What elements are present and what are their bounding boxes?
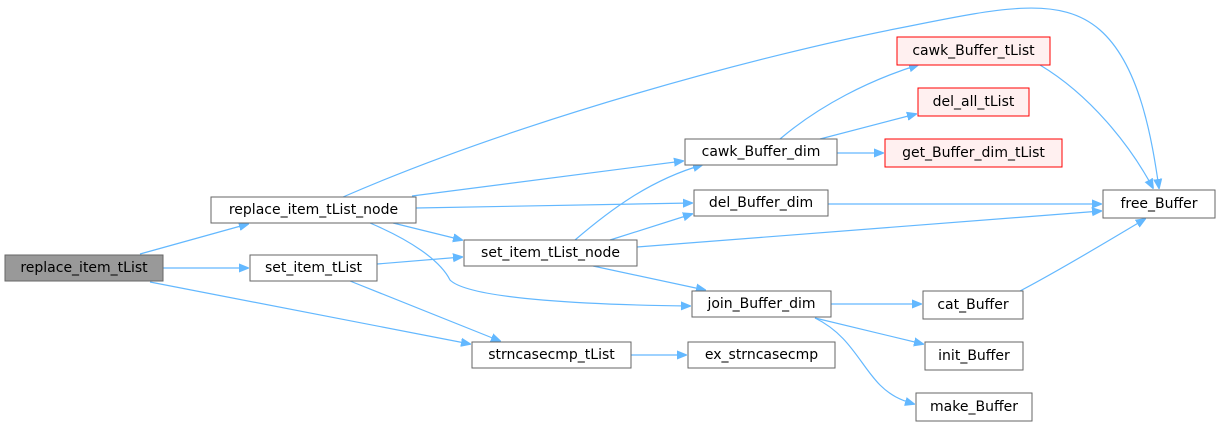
node-label: set_item_tList [265, 260, 362, 276]
edge-set-item-tlist-node-to-join-buffer-dim [592, 265, 705, 290]
node-cawk-buffer-dim[interactable]: cawk_Buffer_dim [684, 138, 838, 166]
edge-cawk-buffer-dim-to-del-all-tlist [819, 114, 916, 140]
node-ex-strncasecmp[interactable]: ex_strncasecmp [687, 341, 836, 369]
node-label: cawk_Buffer_tList [912, 43, 1035, 59]
edge-replace-item-tlist-to-strncasecmp-tlist [149, 281, 470, 344]
node-label: replace_item_tList_node [229, 202, 398, 218]
node-label: join_Buffer_dim [706, 296, 815, 312]
nodes-layer: replace_item_tList replace_item_tList_no… [4, 36, 1216, 422]
node-strncasecmp-tlist[interactable]: strncasecmp_tList [471, 341, 632, 369]
node-cat-buffer[interactable]: cat_Buffer [922, 290, 1024, 320]
node-label: set_item_tList_node [481, 245, 620, 261]
node-cawk-buffer-tlist[interactable]: cawk_Buffer_tList [896, 36, 1051, 66]
node-label: get_Buffer_dim_tList [902, 145, 1045, 161]
node-label: make_Buffer [930, 399, 1018, 415]
node-label: del_Buffer_dim [709, 195, 813, 211]
node-label: strncasecmp_tList [488, 347, 615, 363]
node-replace-item-tlist[interactable]: replace_item_tList [4, 254, 164, 282]
node-set-item-tlist-node[interactable]: set_item_tList_node [463, 239, 638, 267]
node-label: replace_item_tList [20, 260, 148, 276]
node-del-buffer-dim[interactable]: del_Buffer_dim [693, 189, 829, 217]
edge-set-item-tlist-node-to-free-buffer [636, 211, 1101, 248]
edge-join-buffer-dim-to-init-buffer [814, 317, 923, 344]
edge-set-item-tlist-to-set-item-tlist-node [376, 257, 462, 265]
edge-cawk-buffer-dim-to-cawk-buffer-tlist [779, 65, 918, 140]
node-init-buffer[interactable]: init_Buffer [924, 341, 1024, 371]
edge-set-item-tlist-to-strncasecmp-tlist [349, 280, 500, 341]
node-get-buffer-dim-tlist[interactable]: get_Buffer_dim_tList [884, 138, 1063, 168]
edge-replace-item-tlist-node-to-free-buffer [342, 7, 1159, 198]
node-set-item-tlist[interactable]: set_item_tList [249, 254, 378, 282]
edge-cat-buffer-to-free-buffer [1019, 219, 1145, 292]
node-label: ex_strncasecmp [705, 347, 818, 363]
node-label: cat_Buffer [937, 297, 1009, 313]
node-label: cawk_Buffer_dim [702, 144, 821, 160]
edge-set-item-tlist-node-to-del-buffer-dim [609, 214, 692, 241]
edge-replace-item-tlist-node-to-set-item-tlist-node [392, 222, 462, 240]
node-del-all-tlist[interactable]: del_all_tList [917, 87, 1030, 117]
edge-cawk-buffer-tlist-to-free-buffer [1039, 64, 1153, 188]
node-label: free_Buffer [1120, 196, 1197, 212]
node-make-buffer[interactable]: make_Buffer [915, 392, 1033, 422]
node-label: del_all_tList [933, 94, 1015, 110]
edge-replace-item-tlist-to-replace-item-tlist-node [139, 224, 248, 255]
edge-replace-item-tlist-node-to-del-buffer-dim [415, 203, 692, 209]
edge-set-item-tlist-node-to-cawk-buffer-dim [574, 165, 702, 241]
edge-replace-item-tlist-node-to-cawk-buffer-dim [411, 161, 683, 197]
edges-layer [139, 7, 1159, 404]
node-free-buffer[interactable]: free_Buffer [1102, 189, 1216, 219]
edge-join-buffer-dim-to-make-buffer [814, 317, 914, 404]
edge-replace-item-tlist-node-to-join-buffer-dim [369, 222, 690, 306]
node-label: init_Buffer [938, 348, 1010, 364]
node-join-buffer-dim[interactable]: join_Buffer_dim [691, 290, 832, 318]
node-replace-item-tlist-node[interactable]: replace_item_tList_node [210, 196, 417, 224]
